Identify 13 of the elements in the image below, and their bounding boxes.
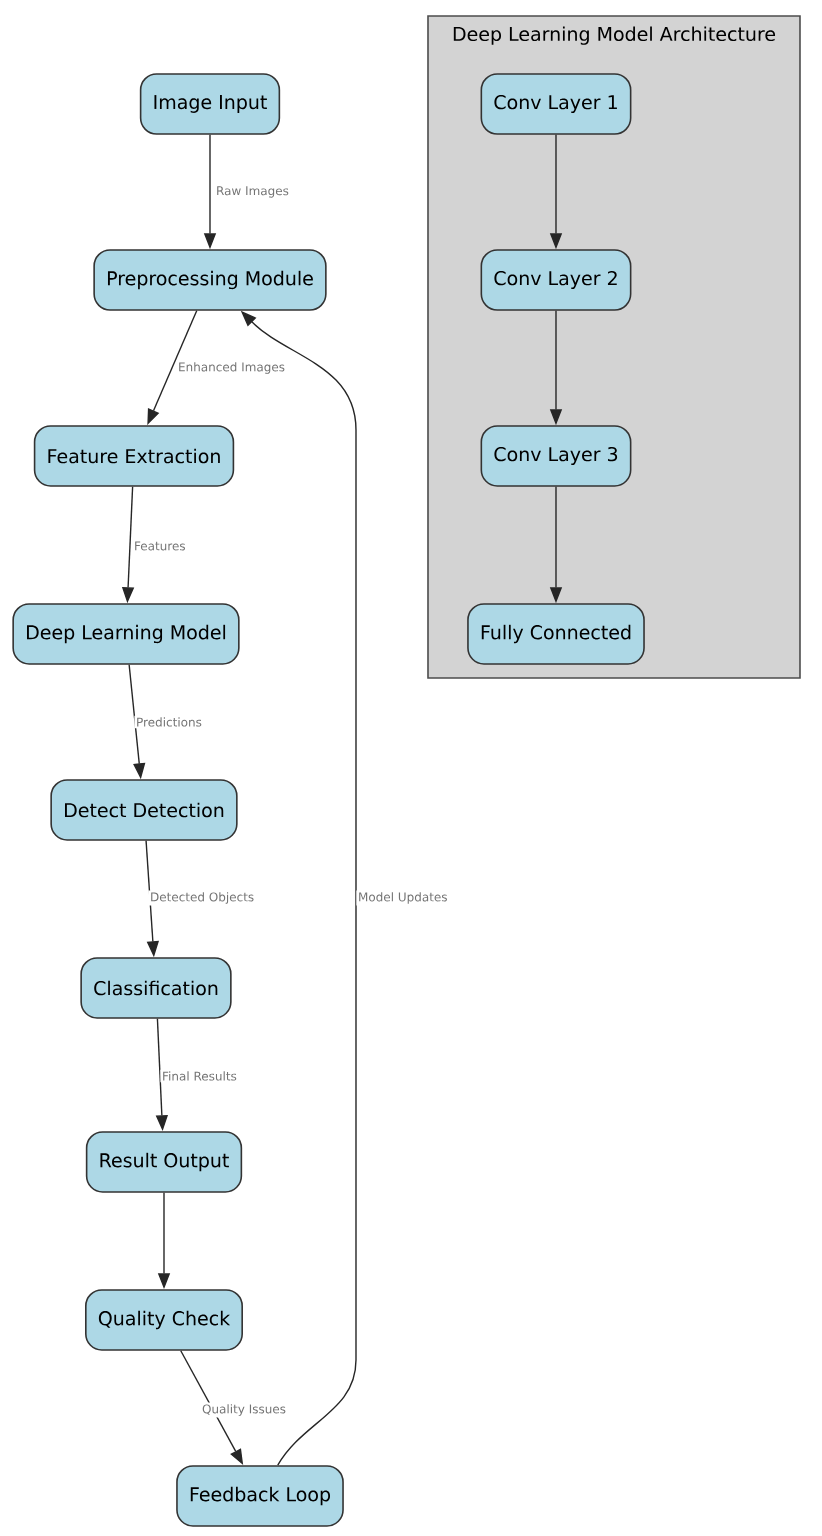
process-box: Result Output: [85, 1131, 243, 1193]
process-box: Feedback Loop: [176, 1465, 344, 1527]
process-box: Detect Detection: [50, 779, 238, 841]
process-box: Deep Learning Model: [12, 603, 240, 665]
process-box: Feature Extraction: [33, 425, 235, 487]
process-box: Conv Layer 3: [480, 425, 632, 487]
process-box: Conv Layer 1: [480, 73, 632, 135]
process-box: Preprocessing Module: [93, 249, 327, 311]
process-box: Image Input: [139, 73, 281, 135]
process-box: Quality Check: [85, 1289, 243, 1351]
process-box: Classification: [80, 957, 232, 1019]
process-box: Conv Layer 2: [480, 249, 632, 311]
process-box: Fully Connected: [467, 603, 645, 665]
